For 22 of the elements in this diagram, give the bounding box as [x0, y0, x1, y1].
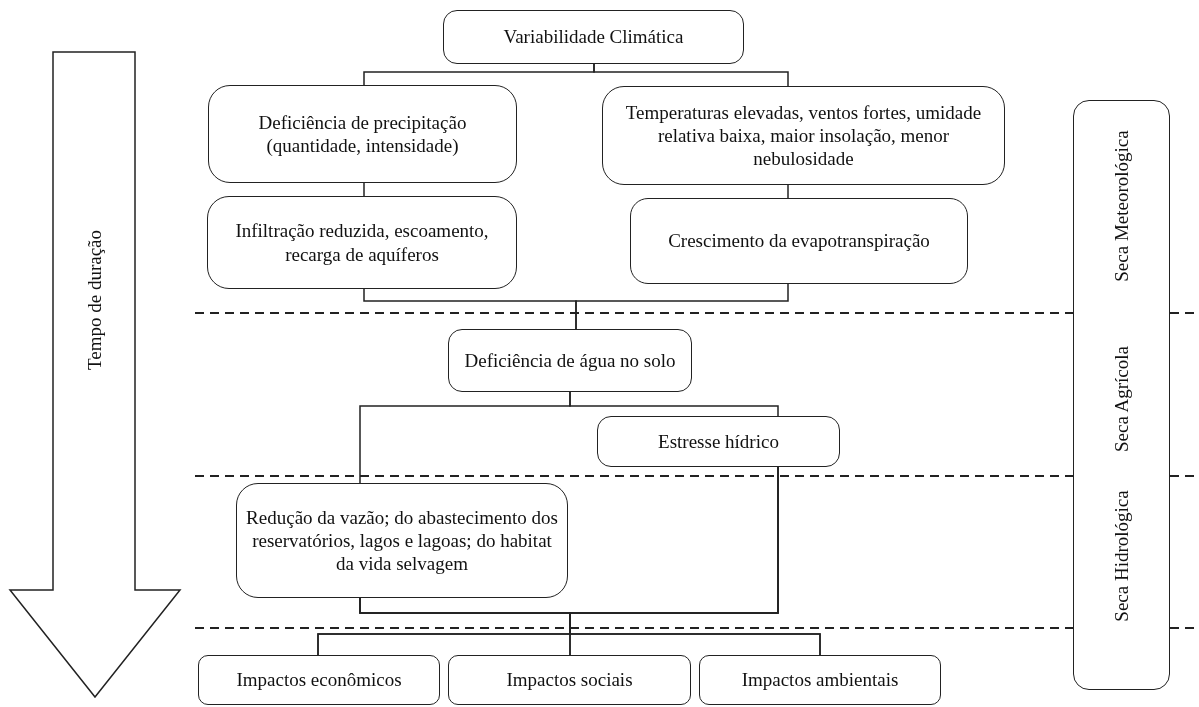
- process-box: Deficiência de água no solo: [448, 329, 692, 392]
- connector-line: [787, 184, 789, 199]
- connector-line: [575, 283, 789, 330]
- process-box: Redução da vazão; do abastecimento dos reservatórios, lagos e lagoas; do habitat da vida selvagem: [236, 483, 568, 598]
- process-box: Temperaturas elevadas, ventos fortes, umidade relativa baixa, maior insolação, menor nebulosidade: [602, 86, 1005, 185]
- process-box: Variabilidade Climática: [443, 10, 744, 64]
- connector-line: [569, 391, 779, 417]
- process-box: Deficiência de precipitação (quantidade, intensidade): [208, 85, 517, 183]
- connector-line: [359, 597, 821, 656]
- connector-line: [363, 182, 365, 197]
- stage-label: Seca Agrícola: [1109, 346, 1133, 452]
- process-box: Impactos econômicos: [198, 655, 440, 705]
- process-box: Infiltração reduzida, escoamento, recarga de aquíferos: [207, 196, 517, 289]
- stage-label: Seca Hidrológica: [1109, 490, 1133, 622]
- process-box: Crescimento da evapotranspiração: [630, 198, 968, 284]
- duration-label: Tempo de duração: [83, 229, 107, 371]
- connector-line: [593, 63, 789, 87]
- process-box: Impactos ambientais: [699, 655, 941, 705]
- process-box: Impactos sociais: [448, 655, 691, 705]
- stage-label: Seca Meteorológica: [1109, 130, 1133, 282]
- process-box: Estresse hídrico: [597, 416, 840, 467]
- stage-band: [1073, 100, 1170, 690]
